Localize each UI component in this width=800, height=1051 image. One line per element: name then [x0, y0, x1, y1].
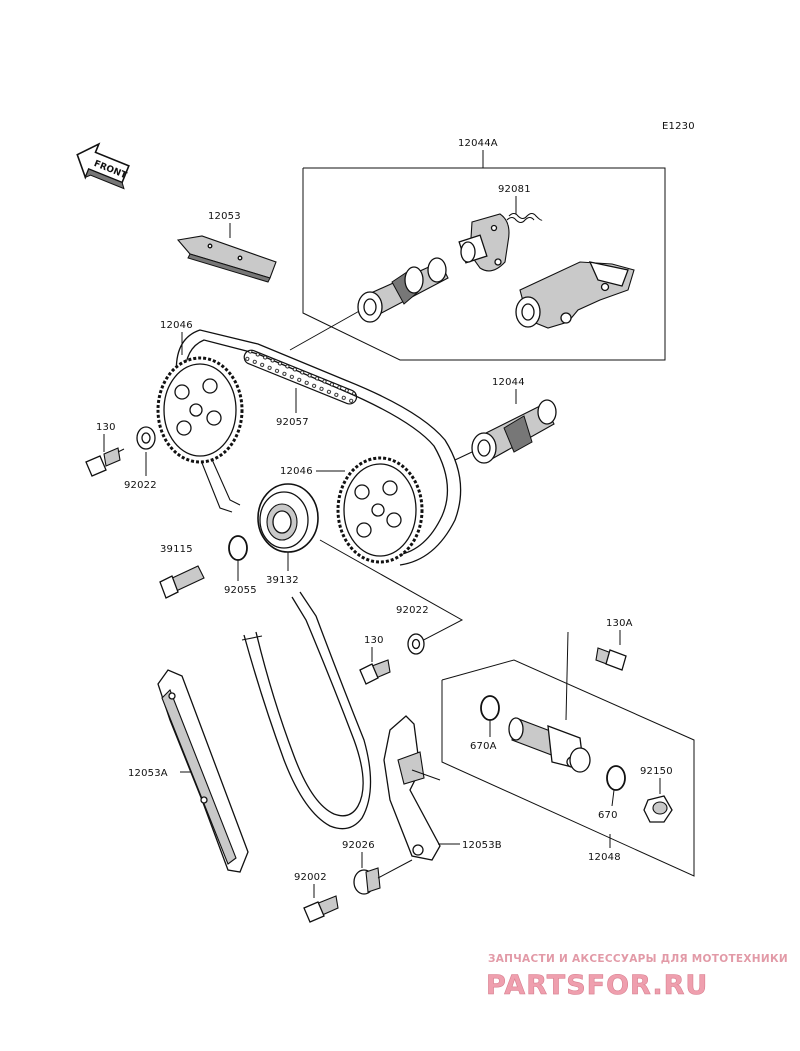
chain-guide-12053B — [383, 715, 441, 861]
camshaft-assembly-frame — [289, 150, 666, 361]
callout-130A: 130A — [606, 618, 633, 629]
chain-guide-12053 — [176, 235, 277, 283]
diagram-code-label: E1230 — [662, 121, 695, 132]
callout-92026: 92026 — [342, 840, 375, 851]
bolt-130A — [595, 647, 627, 671]
chain-link-92057 — [243, 349, 358, 405]
sprocket-39132 — [257, 483, 319, 553]
callout-92150: 92150 — [640, 766, 673, 777]
bolt-130-left — [85, 447, 125, 477]
bolt-39115 — [159, 565, 205, 599]
callout-92022-right: 92022 — [396, 605, 429, 616]
chain-tensioner-12048 — [508, 717, 591, 773]
bolt-92150 — [643, 795, 673, 823]
callout-670: 670 — [598, 810, 618, 821]
decompressor-part — [458, 213, 510, 272]
callout-12053A: 12053A — [128, 768, 168, 779]
washer-92022-right — [407, 633, 425, 655]
callout-670A: 670A — [470, 741, 497, 752]
callout-92055: 92055 — [224, 585, 257, 596]
callout-130-mid: 130 — [364, 635, 384, 646]
collar-92026 — [353, 867, 381, 895]
callout-130-left: 130 — [96, 422, 116, 433]
camshaft-12044A — [357, 257, 449, 323]
callout-39115: 39115 — [160, 544, 193, 555]
washer-92022-left — [136, 426, 156, 450]
callout-12044: 12044 — [492, 377, 525, 388]
front-arrow-icon: FRONT — [76, 142, 130, 190]
lever-part — [515, 261, 635, 329]
callout-12053B: 12053B — [462, 840, 502, 851]
callout-12044A: 12044A — [458, 138, 498, 149]
o-ring-670A — [480, 695, 500, 721]
watermark-tagline: ЗАПЧАСТИ И АКСЕССУАРЫ ДЛЯ МОТОТЕХНИКИ — [488, 953, 788, 965]
callout-92057: 92057 — [276, 417, 309, 428]
callout-39132: 39132 — [266, 575, 299, 586]
callout-12046-mid: 12046 — [280, 466, 313, 477]
callout-12048: 12048 — [588, 852, 621, 863]
watermark-logo: PARTSFOR.RU — [486, 970, 708, 1001]
timing-chain — [175, 329, 462, 830]
bolt-92002 — [303, 895, 339, 923]
callout-12046-top: 12046 — [160, 320, 193, 331]
cam-sprocket-12046-mid — [336, 456, 424, 564]
tensioner-assembly-frame — [441, 631, 695, 877]
callout-12053: 12053 — [208, 211, 241, 222]
bolt-130-mid — [359, 659, 391, 685]
o-ring-670 — [606, 765, 626, 791]
spring-92081 — [506, 212, 543, 224]
chain-guide-12053A — [157, 669, 249, 873]
o-ring-92055 — [228, 535, 248, 561]
camshaft-12044 — [471, 399, 557, 464]
callout-92081: 92081 — [498, 184, 531, 195]
callout-92002: 92002 — [294, 872, 327, 883]
cam-sprocket-12046-top — [156, 356, 244, 464]
callout-92022-left: 92022 — [124, 480, 157, 491]
